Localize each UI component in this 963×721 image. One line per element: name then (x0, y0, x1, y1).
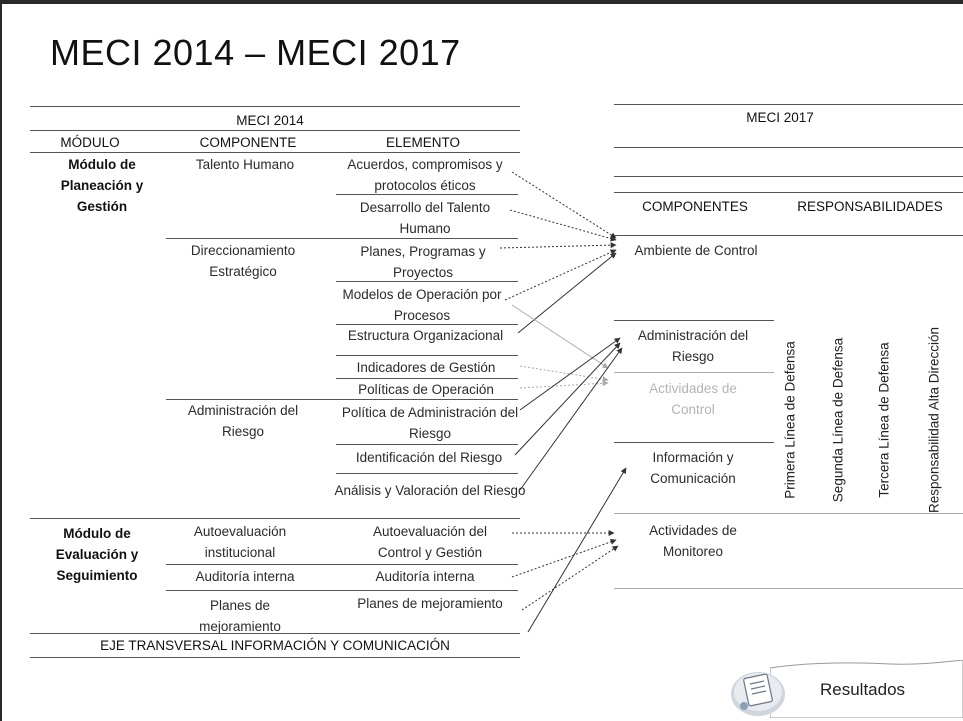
document-checklist-icon (731, 672, 785, 716)
meci2014-header: MECI 2014 (236, 113, 304, 128)
module-evaluacion: Módulo de Evaluación y Seguimiento (55, 526, 139, 583)
rule (336, 378, 518, 379)
element-modelos-operacion: Modelos de Operación por Procesos (342, 287, 502, 323)
rule (614, 192, 963, 193)
rule (614, 513, 963, 514)
col-header-modulo: MÓDULO (60, 135, 120, 150)
col-header-componentes: COMPONENTES (642, 199, 748, 214)
arrow-modelos-to-actividades-control (511, 304, 609, 369)
arrow-estructura-to-ambiente (517, 252, 617, 334)
arrow-identificacion-to-admin-riesgo (514, 342, 621, 456)
slide-border-top (0, 0, 963, 4)
rule (166, 564, 518, 565)
rule (336, 194, 518, 195)
component-admin-riesgo: Administración del Riesgo (187, 403, 299, 439)
arrow-indicadores-to-actividades-control (519, 365, 609, 383)
arrow-acuerdos-to-ambiente (511, 171, 617, 239)
rule (614, 104, 963, 105)
rule (336, 444, 518, 445)
rule (336, 324, 518, 325)
rule (166, 590, 518, 591)
arrow-planes-mejoramiento-to-monitoreo (521, 545, 619, 611)
element-autoevaluacion-control: Autoevaluación del Control y Gestión (372, 524, 488, 560)
component-talento-humano: Talento Humano (195, 157, 295, 172)
arrow-analisis-to-admin-riesgo (519, 347, 623, 491)
rule (614, 588, 963, 589)
rule (336, 473, 518, 474)
component-autoevaluacion: Autoevaluación institucional (193, 524, 287, 560)
col-header-responsabilidades: RESPONSABILIDADES (797, 199, 943, 214)
arrow-eje-to-informacion (527, 467, 627, 633)
rule (336, 355, 518, 356)
component-actividades-monitoreo: Actividades de Monitoreo (649, 523, 737, 559)
col-header-elemento: ELEMENTO (385, 135, 461, 150)
element-desarrollo-talento: Desarrollo del Talento Humano (359, 200, 491, 236)
slide-border-left (0, 0, 2, 721)
rule (30, 633, 520, 634)
component-direccionamiento: Direccionamiento Estratégico (190, 243, 296, 279)
arrow-politica-admin-to-admin-riesgo (519, 337, 621, 411)
component-actividades-control: Actividades de Control (649, 381, 737, 417)
module-planeacion: Módulo de Planeación y Gestión (60, 157, 144, 214)
element-planes-programas: Planes, Programas y Proyectos (360, 244, 486, 280)
component-planes-mejoramiento: Planes de mejoramiento (199, 598, 281, 634)
component-administracion-riesgo: Administración del Riesgo (637, 328, 749, 364)
rule (614, 320, 774, 321)
element-acuerdos: Acuerdos, compromisos y protocolos ético… (347, 157, 503, 193)
rule (30, 106, 520, 107)
element-analisis-valoracion: Análisis y Valoración del Riesgo (334, 483, 526, 498)
meci2017-header: MECI 2017 (746, 110, 814, 125)
element-politicas-operacion: Políticas de Operación (358, 382, 494, 397)
slide-title: MECI 2014 – MECI 2017 (50, 32, 461, 73)
component-informacion-comunicacion: Información y Comunicación (650, 450, 736, 486)
rule (336, 281, 518, 282)
results-label[interactable]: Resultados (820, 680, 906, 699)
rule (166, 399, 518, 400)
arrow-politicas-to-actividades-control (519, 380, 609, 389)
element-indicadores: Indicadores de Gestión (356, 360, 496, 375)
rule (166, 238, 518, 239)
element-planes-mejoramiento: Planes de mejoramiento (357, 596, 503, 611)
rule (614, 442, 774, 443)
component-ambiente-control: Ambiente de Control (634, 243, 758, 258)
rule (614, 147, 963, 148)
eje-transversal-footer: EJE TRANSVERSAL INFORMACIÓN Y COMUNICACI… (100, 638, 450, 653)
rule (614, 176, 963, 177)
rule (30, 518, 520, 519)
rule (30, 130, 520, 131)
arrow-modelos-to-ambiente (504, 249, 617, 301)
col-header-componente: COMPONENTE (199, 135, 297, 150)
arrow-desarrollo-to-ambiente (509, 209, 617, 242)
element-identificacion-riesgo: Identificación del Riesgo (355, 450, 503, 465)
element-politica-admin-riesgo: Política de Administración del Riesgo (341, 405, 519, 441)
element-estructura-org: Estructura Organizacional (347, 328, 504, 343)
element-auditoria-interna: Auditoría interna (375, 569, 475, 584)
component-auditoria: Auditoría interna (195, 569, 295, 584)
results-tab-shape (770, 660, 963, 718)
rule (614, 235, 963, 236)
rule (30, 657, 520, 658)
rule (614, 372, 774, 373)
arrow-planes-programas-to-ambiente (499, 242, 617, 249)
rule (30, 152, 520, 153)
